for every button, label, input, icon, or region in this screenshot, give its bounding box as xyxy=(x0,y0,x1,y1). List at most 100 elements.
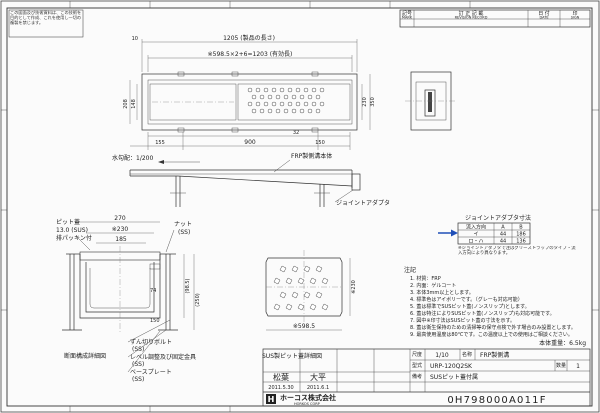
rev-col-sign: 印 xyxy=(572,10,577,17)
dim-pitch: ※598.5×2+6=1203 (有効長) xyxy=(208,50,293,58)
dim-230v: ※230 xyxy=(351,280,357,294)
dim-985: (98.5) xyxy=(185,278,191,293)
section-title: 断面構成詳細図 xyxy=(64,352,106,360)
dim-overall: 1205 (製品の長さ) xyxy=(223,34,275,42)
dim-150b: 150 xyxy=(150,318,160,324)
qty-value: 1 xyxy=(576,363,580,370)
joint-r0c1: 44 xyxy=(500,232,506,238)
company-name: ホーコス株式会社 xyxy=(280,393,336,402)
joint-table: ジョイントアダプタ寸法 流入方向 A B イ 44 186 ロ・ハ 44 136… xyxy=(438,214,576,257)
notes-title: 注記 xyxy=(404,266,416,274)
note-9: 9. 最高使用温度は80℃です。この温度以上での使用はご相談ください。 xyxy=(410,331,573,338)
base-ss-label: (SS) xyxy=(132,376,144,383)
joint-h0: 流入方向 xyxy=(466,224,486,231)
designer: 松葉 xyxy=(273,372,289,382)
note-2: 2. 内面：ゲルコート xyxy=(410,282,456,289)
dim-230: 230 xyxy=(362,97,368,107)
notice-box xyxy=(8,9,84,38)
joint-h1: A xyxy=(501,225,505,231)
note-7: 7. 図中※印寸法はSUSピット蓋の寸法を示す。 xyxy=(410,317,515,324)
remark-label: 備考 xyxy=(412,373,422,380)
base-plate-label: ベースプレート xyxy=(130,369,172,376)
joint-h2: B xyxy=(519,225,523,231)
nut-ss-label: (SS) xyxy=(178,229,190,236)
revision-table: 記号 MARK 訂 正 記 載 REVISION RECORD 日 付 DATE… xyxy=(399,9,591,28)
company-logo-icon xyxy=(266,394,276,404)
dim-148: 148 xyxy=(131,99,137,109)
name-label: 名称 xyxy=(462,351,472,358)
anchor-label: ずん切りボルト xyxy=(130,338,172,346)
rev-col-record: 訂 正 記 載 xyxy=(459,10,484,17)
frp-body-label: FRP製側溝本体 xyxy=(291,152,332,160)
sus-lid-detail: ※230 ※598.5 SUS製ピット蓋詳細図 xyxy=(262,250,357,360)
note-4: 4. 標準色はアイボリーです。（グレーも対応可能） xyxy=(410,296,523,303)
model-label: 型式 xyxy=(412,362,422,369)
dim-208: 208 xyxy=(123,99,129,109)
rev-col-date-en: DATE xyxy=(539,16,548,20)
level-bracket-label: レベル調整及び固定金具 xyxy=(130,353,196,361)
anchor-ss-label: (SS) xyxy=(132,346,144,353)
scale-label: 尺度 xyxy=(412,351,422,358)
note-6: 6. 蓋は特注によりSUSピット蓋(ノンスリップ)も対応可能です。 xyxy=(410,310,555,317)
notice-text-wrap: この図面及び技術資料は、この技術を目的として作成、これを使用し一切の複製を禁じま… xyxy=(10,10,82,25)
joint-table-title: ジョイントアダプタ寸法 xyxy=(465,214,531,222)
company-name-en: HORKOS CORP xyxy=(294,402,320,406)
dim-10: 10 xyxy=(132,36,138,42)
end-view xyxy=(405,71,457,131)
note-1: 1. 材質：FRP xyxy=(410,275,441,282)
name-value: FRP製側溝 xyxy=(480,351,509,359)
joint-r1c2: 136 xyxy=(516,239,526,245)
remark-value: SUSピット蓋付属 xyxy=(430,373,478,381)
note-3: 3. 本体3mm以上とします。 xyxy=(410,289,474,296)
slope-label: 水勾配：1/200 xyxy=(112,154,153,162)
joint-adapter-label: ジョイントアダプタ xyxy=(336,199,390,207)
sus-label: 13.0 (SUS) xyxy=(56,227,88,234)
inner-border xyxy=(6,7,593,407)
notes-block: 注記 1. 材質：FRP 2. 内面：ゲルコート 3. 本体3mm以上とします。… xyxy=(404,266,586,347)
scale-value: 1/10 xyxy=(435,352,449,359)
rev-col-date: 日 付 xyxy=(538,10,550,17)
pit-lid-label: ピット蓋 xyxy=(56,218,80,226)
plan-view: 1205 (製品の長さ) 10 ※598.5×2+6=1203 (有効長) 20… xyxy=(123,34,376,150)
dim-74: 74 xyxy=(150,288,156,294)
model-value: URP-120Q2SK xyxy=(430,363,473,370)
joint-note: ※ジョイントアダプタで注はグリーストラップのタイプ・流入方向により異なります。 xyxy=(458,246,576,257)
title-block: 尺度 1/10 名称 FRP製側溝 型式 URP-120Q2SK 数量 1 備考… xyxy=(262,348,591,407)
rev-col-record-en: REVISION RECORD xyxy=(455,16,488,20)
dim-150: 150 xyxy=(315,140,325,146)
weight: 本体重量：6.5kg xyxy=(539,339,586,347)
dim-5985: ※598.5 xyxy=(293,323,315,330)
drawing-number: 0H798000A011F xyxy=(447,395,546,406)
sus-lid-title: SUS製ピット蓋詳細図 xyxy=(262,352,322,360)
dim-185: 185 xyxy=(115,236,127,243)
qty-label: 数量 xyxy=(556,362,566,369)
rev-col-mark: 記号 xyxy=(402,10,412,17)
joint-r1c1: 44 xyxy=(500,239,506,245)
joint-r0c2: 186 xyxy=(516,232,526,238)
dim-250: (250) xyxy=(195,293,201,306)
joint-r0c0: イ xyxy=(473,232,478,238)
dim-270: 270 xyxy=(114,215,126,222)
nut-label: ナット xyxy=(174,221,192,228)
cross-section: ピット蓋 13.0 (SUS) 排パッキン付 270 ※230 185 ナット … xyxy=(56,215,201,383)
checker: 大平 xyxy=(310,372,326,382)
dim-155: 155 xyxy=(155,140,165,146)
note-8: 8. 蓋は衛生保持のための清掃等の保守点検で外す場合のみ設置とします。 xyxy=(410,324,576,331)
note-5: 5. 蓋は標準でSUSピット蓋(ノンスリップ)とします。 xyxy=(410,303,530,310)
rev-col-sign-en: SIGN xyxy=(571,16,580,20)
notice-text: この図面及び技術資料は、この技術を目的として作成、これを使用し一切の複製を禁じま… xyxy=(10,10,82,25)
joint-r1c0: ロ・ハ xyxy=(468,239,483,245)
date-1: 2011.5.30 xyxy=(268,385,293,391)
rev-col-mark-en: MARK xyxy=(402,16,413,20)
joint-note-wrap: ※ジョイントアダプタで注はグリーストラップのタイプ・流入方向により異なります。 xyxy=(458,246,576,257)
side-elevation: 水勾配：1/200 FRP製側溝本体 ジョイントアダプタ xyxy=(112,152,390,207)
packing-label: 排パッキン付 xyxy=(56,234,92,242)
level-ss-label: (SS) xyxy=(132,361,144,368)
indicator-arrow-head xyxy=(451,229,458,237)
lid-holes xyxy=(247,87,325,114)
dim-32: 32 xyxy=(293,130,299,136)
date-2: 2011.6.1 xyxy=(307,385,329,391)
